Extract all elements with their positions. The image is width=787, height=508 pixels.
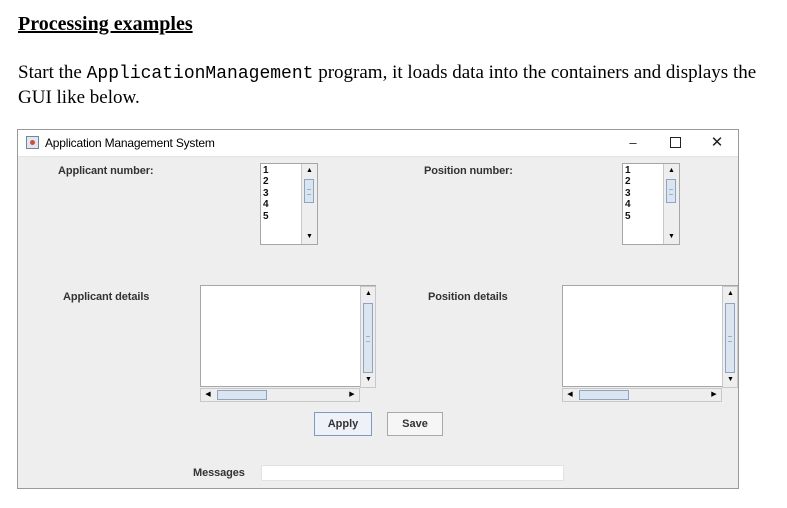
position-details-textarea[interactable]	[562, 285, 738, 387]
save-button[interactable]: Save	[387, 412, 443, 436]
applicant-details-label: Applicant details	[63, 291, 150, 303]
scroll-thumb[interactable]	[666, 179, 676, 203]
scroll-thumb[interactable]	[579, 390, 629, 400]
list-item[interactable]: 2	[263, 176, 269, 188]
scroll-thumb[interactable]	[304, 179, 314, 203]
list-item[interactable]: 1	[625, 165, 631, 176]
scroll-up-icon[interactable]: ▲	[365, 290, 372, 297]
list-item[interactable]: 5	[263, 210, 269, 222]
position-number-label: Position number:	[424, 165, 513, 177]
messages-label: Messages	[193, 467, 245, 479]
applicant-number-list[interactable]: 1 2 3 4 5 ▲ ▼	[260, 163, 318, 245]
list-item[interactable]: 3	[625, 187, 631, 199]
scroll-up-icon[interactable]: ▲	[306, 167, 313, 174]
apply-button[interactable]: Apply	[314, 412, 372, 436]
list-item[interactable]: 5	[625, 210, 631, 222]
position-number-scrollbar[interactable]: ▲ ▼	[663, 164, 679, 244]
list-item[interactable]: 1	[263, 165, 269, 176]
scroll-down-icon[interactable]: ▼	[668, 233, 675, 240]
applicant-number-scrollbar[interactable]: ▲ ▼	[301, 164, 317, 244]
scroll-left-icon[interactable]: ◀	[567, 391, 573, 398]
position-details-hscrollbar[interactable]: ◀ ▶	[562, 388, 722, 402]
position-details-label: Position details	[428, 291, 508, 303]
scroll-up-icon[interactable]: ▲	[668, 167, 675, 174]
close-icon[interactable]: ✕	[710, 134, 724, 151]
scroll-thumb[interactable]	[725, 303, 735, 373]
scroll-thumb[interactable]	[217, 390, 267, 400]
applicant-details-hscrollbar[interactable]: ◀ ▶	[200, 388, 360, 402]
title-bar[interactable]: Application Management System – ✕	[18, 130, 738, 157]
scroll-left-icon[interactable]: ◀	[205, 391, 211, 398]
program-name: ApplicationManagement	[86, 64, 314, 84]
window-title: Application Management System	[45, 136, 215, 150]
scroll-right-icon[interactable]: ▶	[711, 391, 717, 398]
applicant-details-textarea[interactable]	[200, 285, 376, 387]
scroll-down-icon[interactable]: ▼	[306, 233, 313, 240]
applicant-number-label: Applicant number:	[58, 165, 154, 177]
list-item[interactable]: 4	[263, 199, 269, 211]
messages-field[interactable]	[261, 465, 564, 481]
list-item[interactable]: 3	[263, 187, 269, 199]
list-item[interactable]: 2	[625, 176, 631, 188]
para-text-after: program, it loads data into the containe…	[18, 62, 757, 108]
scroll-thumb[interactable]	[363, 303, 373, 373]
document-paragraph: Start the ApplicationManagement program,…	[18, 61, 758, 110]
minimize-icon[interactable]: –	[629, 135, 637, 150]
maximize-icon[interactable]	[655, 132, 695, 154]
document-heading: Processing examples	[18, 13, 193, 35]
scroll-down-icon[interactable]: ▼	[727, 376, 734, 383]
scroll-up-icon[interactable]: ▲	[727, 290, 734, 297]
app-window: Application Management System – ✕ Applic…	[17, 129, 739, 489]
scroll-right-icon[interactable]: ▶	[349, 391, 355, 398]
list-item[interactable]: 4	[625, 199, 631, 211]
applicant-details-vscrollbar[interactable]: ▲ ▼	[360, 286, 376, 388]
position-details-vscrollbar[interactable]: ▲ ▼	[722, 286, 738, 388]
java-app-icon	[26, 136, 39, 149]
para-text-before: Start the	[18, 62, 87, 83]
scroll-down-icon[interactable]: ▼	[365, 376, 372, 383]
position-number-list[interactable]: 1 2 3 4 5 ▲ ▼	[622, 163, 680, 245]
